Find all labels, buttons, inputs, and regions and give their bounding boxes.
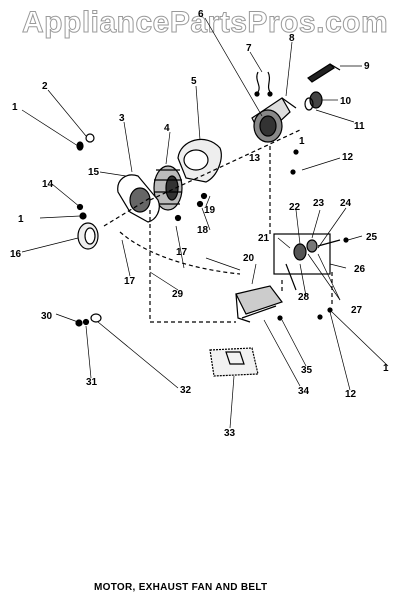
callout-label: 1: [299, 136, 305, 147]
callout-label: 24: [340, 198, 352, 209]
callout-label: 32: [180, 385, 192, 396]
callout-label: 22: [289, 202, 301, 213]
callout-label: 28: [298, 292, 310, 303]
blower-housing: [177, 138, 222, 183]
callout-label: 30: [41, 311, 53, 322]
callout-label: 20: [243, 253, 255, 264]
callout-label: 33: [224, 428, 236, 439]
callout-label: 19: [204, 205, 216, 216]
callout-leaders: [21, 17, 389, 429]
callout-label: 1: [383, 363, 389, 374]
callout-label: 8: [289, 33, 295, 44]
callout-label: 1: [18, 214, 24, 225]
callout-label: 10: [340, 96, 352, 107]
callout-label: 34: [298, 386, 310, 397]
callout-label: 3: [119, 113, 125, 124]
drive-belt: [307, 63, 341, 83]
callout-label: 35: [301, 365, 313, 376]
callout-label: 14: [42, 179, 54, 190]
callout-label: 16: [10, 249, 22, 260]
diagram-caption: MOTOR, EXHAUST FAN AND BELT: [94, 582, 268, 593]
fasteners: [75, 133, 349, 327]
wire-harness: [254, 71, 273, 97]
motor-pulley: [304, 91, 323, 111]
callout-label: 27: [351, 305, 363, 316]
callout-label: 15: [88, 167, 100, 178]
callout-label: 29: [172, 289, 184, 300]
callout-label: 31: [86, 377, 98, 388]
callout-label: 25: [366, 232, 378, 243]
base-plate: [209, 347, 259, 377]
callout-label: 26: [354, 264, 366, 275]
callout-label: 13: [249, 153, 261, 164]
motor: [251, 97, 297, 143]
callout-label: 7: [246, 43, 252, 54]
callout-label: 12: [345, 389, 357, 400]
callout-label: 2: [42, 81, 48, 92]
callout-label: 6: [198, 9, 204, 20]
callout-label: 4: [164, 123, 170, 134]
callout-label: 18: [197, 225, 209, 236]
watermark-logo: AppliancePartsPros.com: [21, 6, 389, 40]
motor-mount-bracket: [235, 285, 283, 323]
callout-label: 9: [364, 61, 370, 72]
callout-label: 17: [124, 276, 136, 287]
callout-label: 12: [342, 152, 354, 163]
blower-wheel: [153, 165, 183, 211]
idler-assembly: [273, 233, 341, 291]
callout-label: 5: [191, 76, 197, 87]
callout-label: 11: [354, 121, 365, 132]
callout-label: 17: [176, 247, 188, 258]
callout-label: 1: [12, 102, 18, 113]
callout-label: 21: [258, 233, 270, 244]
callout-label: 23: [313, 198, 325, 209]
seal-ring: [77, 222, 99, 250]
callout-labels: 1 2 3 4 5 6 7 8 9 10 11 12 13 15 1 14 1 …: [10, 9, 389, 439]
